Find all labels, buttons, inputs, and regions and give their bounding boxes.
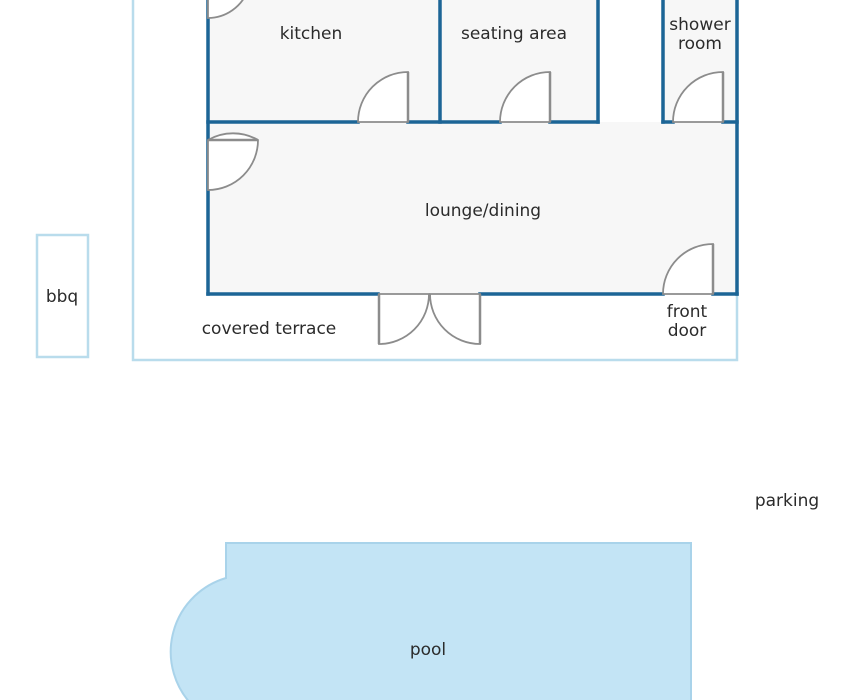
parking-label: parking [755, 491, 819, 511]
house-floor [208, 0, 736, 294]
seating-area-label: seating area [461, 24, 567, 44]
front-door-label-line2: door [668, 321, 707, 341]
lounge-dining-label: lounge/dining [425, 201, 541, 221]
bbq-label: bbq [46, 287, 78, 307]
kitchen-label: kitchen [280, 24, 343, 44]
pool-shape [169, 542, 692, 700]
shower-room-label-line2: room [678, 34, 722, 54]
front-door-label-line1: front [667, 302, 708, 322]
pool-label: pool [410, 640, 446, 660]
covered-terrace-label: covered terrace [202, 319, 337, 339]
shower-room-label-line1: shower [669, 15, 730, 35]
doors [207, 0, 725, 345]
bbq-box [35, 233, 90, 359]
